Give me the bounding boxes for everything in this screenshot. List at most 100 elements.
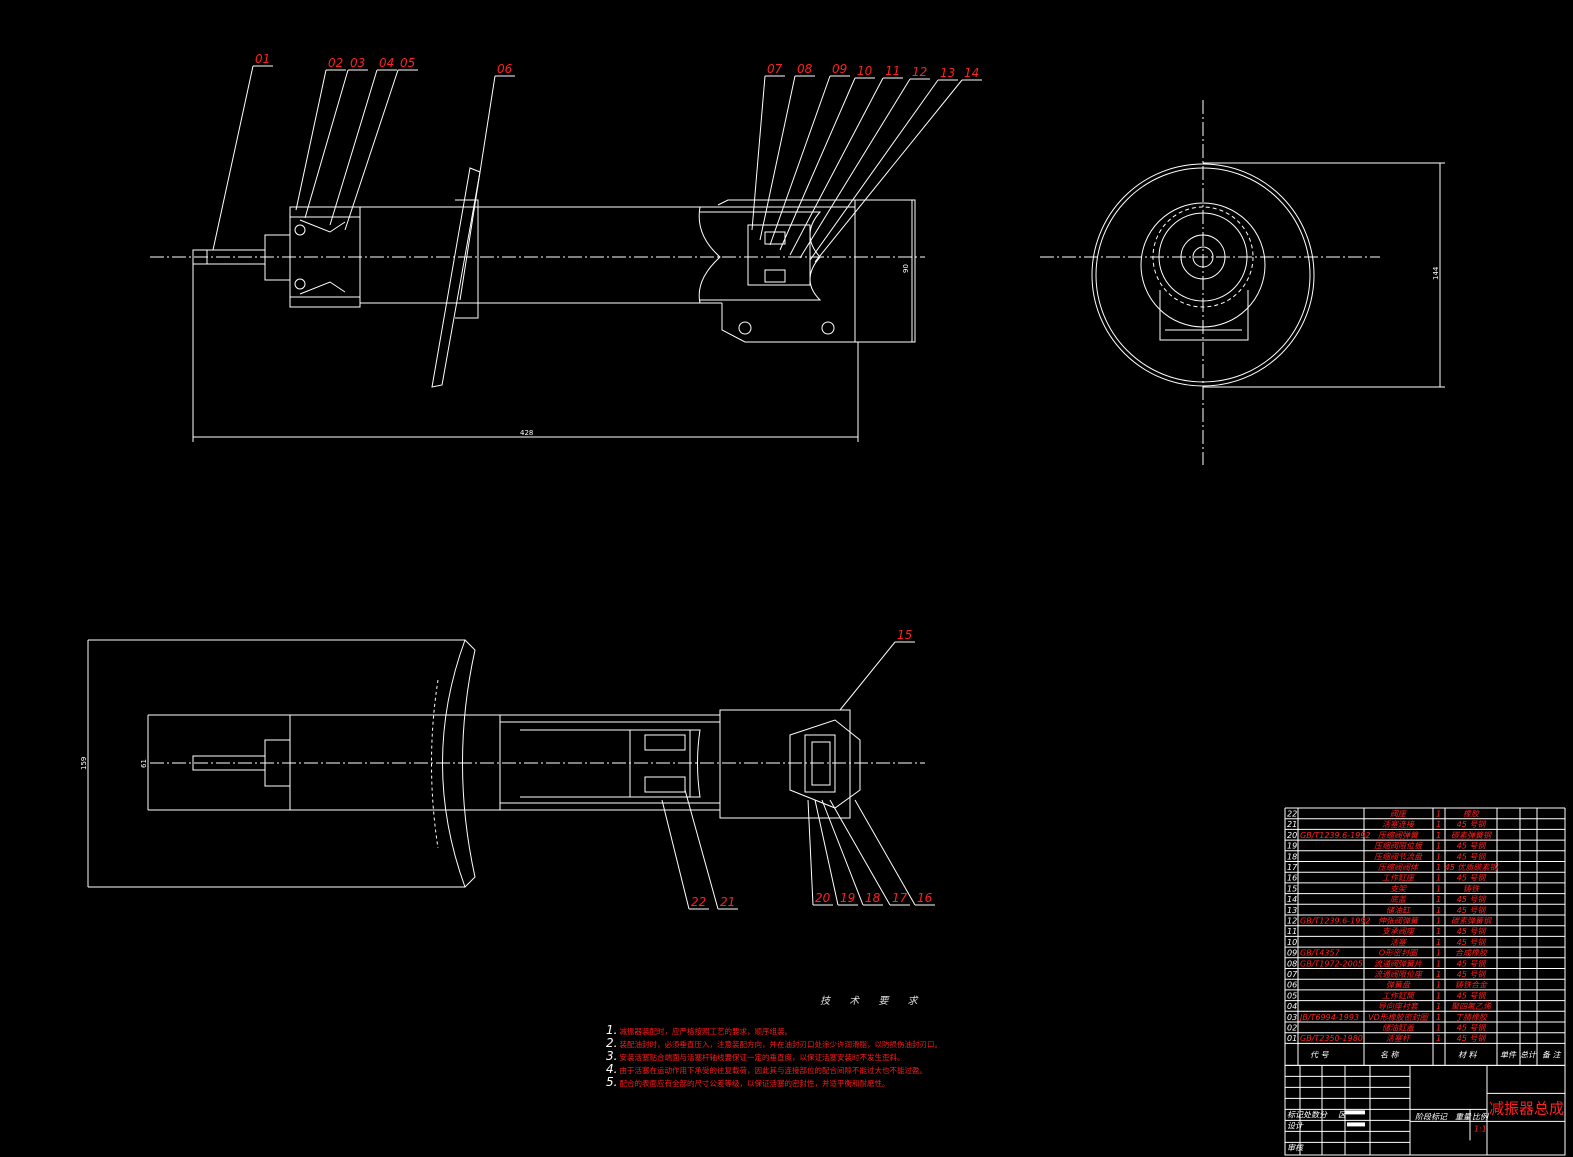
balloon-15: 15 [897, 628, 912, 642]
bom-qty: 1 [1436, 895, 1441, 904]
bom-name: 流通阀限位座 [1374, 970, 1424, 979]
bom-material: 45 优质碳素钢 [1445, 863, 1499, 872]
tech-requirement-item: 4.由于活塞在运动作用下承受的往复载荷，因此其与连接部位的配合间隙不能过大也不能… [606, 1062, 927, 1076]
bom-material: 45 号钢 [1457, 927, 1487, 936]
bom-name: 活塞连接 [1382, 820, 1415, 829]
balloon-17: 17 [892, 891, 908, 905]
balloon-02: 02 [328, 56, 343, 70]
bom-material: 碳素弹簧钢 [1451, 831, 1492, 840]
bom-no: 12 [1287, 917, 1297, 926]
bom-qty: 1 [1436, 981, 1441, 990]
balloon-22: 22 [691, 895, 706, 909]
bom-no: 10 [1287, 938, 1297, 947]
bom-qty: 1 [1436, 906, 1441, 915]
bom-qty: 1 [1436, 863, 1441, 872]
item-number: 5. [606, 1075, 618, 1089]
bom-name: 工作缸筒 [1382, 991, 1416, 1000]
bom-name: 支承阀座 [1382, 927, 1416, 936]
balloon-06: 06 [497, 62, 513, 76]
bom-no: 18 [1287, 852, 1297, 861]
bom-material: 丁腈橡胶 [1455, 1013, 1488, 1022]
bom-name: 伸张阀弹簧 [1378, 917, 1420, 926]
bom-no: 21 [1287, 820, 1297, 829]
bom-qty: 1 [1436, 938, 1441, 947]
balloon-01: 01 [255, 52, 270, 66]
bom-material: 45 号钢 [1457, 852, 1487, 861]
balloon-07: 07 [767, 62, 783, 76]
hatch-cap [289, 206, 361, 218]
bom-no: 17 [1287, 863, 1298, 872]
bom-material: 碳素弹簧钢 [1451, 917, 1492, 926]
bom-code: GB/T2350-1980 [1300, 1034, 1363, 1043]
bom-no: 07 [1287, 970, 1298, 979]
bom-code: GB/T1239.6-1992 [1300, 917, 1371, 926]
bom-code: GB/T1239.6-1992 [1300, 831, 1371, 840]
dim-height-top: 90 [902, 264, 910, 273]
tech-requirement-item: 1.减振器装配时，应严格按照工艺的要求，顺序组装。 [606, 1023, 792, 1037]
bom-no: 13 [1287, 906, 1297, 915]
bom-no: 05 [1287, 991, 1297, 1000]
bom-name: 阀座 [1390, 810, 1408, 819]
bom-material: 45 号钢 [1457, 1024, 1487, 1033]
drawing-title: 减振器总成 [1489, 1099, 1564, 1117]
bom-no: 16 [1287, 874, 1297, 883]
side-view: 144 [1040, 100, 1445, 465]
bom-no: 22 [1287, 810, 1297, 819]
item-text: 安装活塞贴合端面与活塞杆轴线要保证一定的垂直度，以保证活塞安装时不发生歪斜。 [619, 1053, 905, 1062]
balloon-03: 03 [350, 56, 365, 70]
bom-header-code: 代 号 [1310, 1050, 1330, 1059]
title-zone: 区 [1338, 1110, 1347, 1119]
bom-material: 45 号钢 [1457, 895, 1487, 904]
bom-code: GB/T1972-2005 [1300, 959, 1363, 968]
bom-no: 04 [1287, 1002, 1297, 1011]
bom-qty: 1 [1436, 852, 1441, 861]
balloon-09: 09 [832, 62, 847, 76]
bom-no: 03 [1287, 1013, 1297, 1022]
bom-qty: 1 [1436, 949, 1441, 958]
bom-qty: 1 [1436, 874, 1441, 883]
bom-name: 活塞杆 [1386, 1034, 1412, 1043]
bom-name: 工作缸座 [1382, 874, 1416, 883]
bom-no: 02 [1287, 1024, 1297, 1033]
bom-name: 流通阀弹簧片 [1374, 959, 1423, 968]
bom-name: 储油缸盖 [1382, 1024, 1415, 1033]
balloon-18: 18 [865, 891, 881, 905]
bom-material: 45 号钢 [1457, 970, 1487, 979]
item-number: 3. [606, 1049, 618, 1063]
balloon-21: 21 [720, 895, 735, 909]
bom-material: 聚四氟乙烯 [1451, 1002, 1492, 1011]
balloon-04: 04 [379, 56, 394, 70]
bom-material: 45 号钢 [1457, 1034, 1487, 1043]
bom-no: 11 [1287, 927, 1297, 936]
bom-name: 底盖 [1390, 895, 1407, 904]
bom-qty: 1 [1436, 884, 1441, 893]
bom-material: 45 号钢 [1457, 874, 1487, 883]
title-mark: 标记处数分 [1287, 1110, 1328, 1119]
balloon-14: 14 [964, 66, 979, 80]
balloon-08: 08 [797, 62, 813, 76]
balloon-19: 19 [840, 891, 855, 905]
dim-height-bottom: 159 [80, 757, 88, 770]
bom-name: 导向座衬套 [1378, 1002, 1419, 1011]
bom-qty: 1 [1436, 820, 1441, 829]
bom-qty: 1 [1436, 927, 1441, 936]
bom-header-mat: 材 料 [1458, 1050, 1478, 1059]
bom-no: 14 [1287, 895, 1297, 904]
balloon-12: 12 [912, 65, 927, 79]
bom-qty: 1 [1436, 831, 1441, 840]
bom-name: 活塞 [1390, 938, 1407, 947]
bom-material: 橡胶 [1463, 810, 1480, 819]
bom-name: 储油缸 [1386, 906, 1412, 915]
bom-header-total: 总计 [1520, 1050, 1537, 1059]
item-text: 由于活塞在运动作用下承受的往复载荷，因此其与连接部位的配合间隙不能过大也不能过盈… [619, 1066, 927, 1075]
bom-name: 压缩阀限位板 [1374, 842, 1423, 851]
bom-qty: 1 [1436, 842, 1441, 851]
bom-qty: 1 [1436, 1013, 1441, 1022]
bom-qty: 1 [1436, 959, 1441, 968]
front-view: 428 90 [150, 167, 925, 442]
bom-qty: 1 [1436, 970, 1441, 979]
bom-no: 01 [1287, 1034, 1297, 1043]
bom-name: O形密封圈 [1379, 949, 1418, 958]
bom-name: 支架 [1390, 884, 1407, 893]
title-scale: 1:1 [1474, 1124, 1487, 1133]
